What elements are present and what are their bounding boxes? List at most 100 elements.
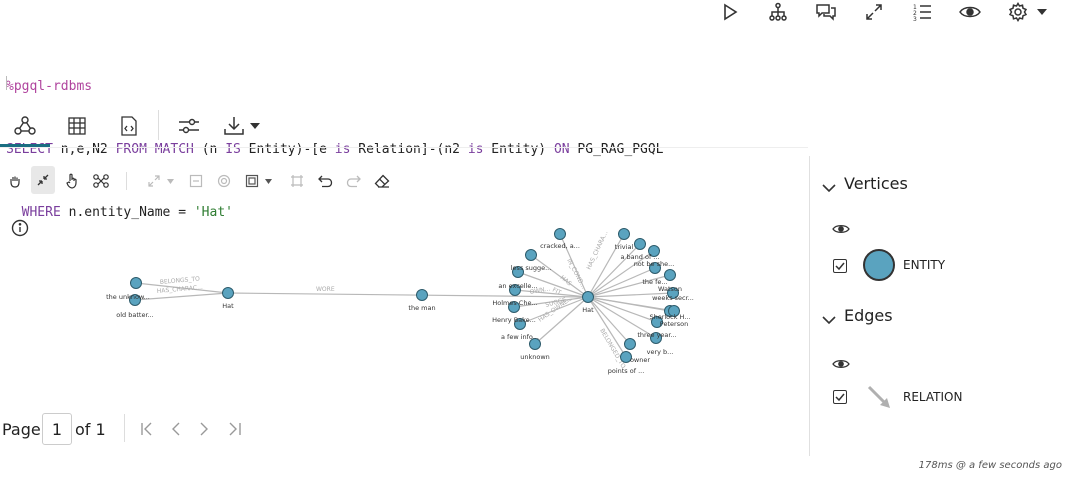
- code-line-select: SELECT n,e,N2 FROM MATCH (n IS Entity)-[…: [6, 142, 664, 157]
- graph-node-a-band-of[interactable]: [634, 238, 646, 250]
- graph-node-an-excellent[interactable]: [512, 266, 524, 278]
- relation-arrow-icon[interactable]: [866, 384, 894, 416]
- graph-node-the-fe[interactable]: [649, 262, 661, 274]
- edges-visibility-icon[interactable]: [832, 355, 850, 374]
- visibility-icon[interactable]: [958, 0, 982, 24]
- graph-node-a-few-info[interactable]: [514, 318, 526, 330]
- select-tool-icon[interactable]: [60, 168, 84, 194]
- network-tool-icon[interactable]: [89, 168, 113, 194]
- graph-view-tab[interactable]: [0, 108, 50, 147]
- graph-edge[interactable]: [534, 296, 589, 345]
- graph-edge[interactable]: [530, 254, 589, 298]
- graph-node-cracked[interactable]: [554, 228, 566, 240]
- graph-edge[interactable]: [517, 271, 589, 298]
- entity-checkbox[interactable]: [833, 259, 847, 273]
- comments-icon[interactable]: [814, 0, 838, 24]
- pan-tool-icon[interactable]: [3, 168, 27, 194]
- graph-node-trivial[interactable]: [618, 228, 630, 240]
- graph-settings-tab[interactable]: [164, 108, 214, 144]
- json-view-tab[interactable]: [104, 108, 154, 144]
- svg-text:3: 3: [913, 16, 917, 22]
- graph-edge[interactable]: [135, 282, 229, 294]
- edge-label: HAS: [559, 274, 573, 287]
- node-label: very b...: [647, 348, 674, 356]
- node-label: Hat: [222, 302, 234, 310]
- node-label: owner: [630, 356, 650, 364]
- last-page-icon: [226, 421, 242, 440]
- eraser-icon[interactable]: [370, 168, 394, 194]
- graph-node-points-of[interactable]: [620, 351, 632, 363]
- graph-edge[interactable]: [587, 296, 657, 339]
- graph-edge[interactable]: [587, 243, 641, 298]
- graph-edge[interactable]: [513, 296, 589, 308]
- hierarchy-icon[interactable]: [766, 0, 790, 24]
- vertices-visibility-icon[interactable]: [832, 220, 850, 239]
- node-label: the unknow...: [106, 293, 150, 301]
- node-label: the fe...: [642, 278, 667, 286]
- graph-node-the-unknown[interactable]: [130, 277, 142, 289]
- edges-collapse-icon[interactable]: [822, 310, 836, 329]
- node-label: three year...: [637, 331, 676, 339]
- graph-edge[interactable]: [587, 250, 655, 298]
- graph-edge[interactable]: [587, 267, 656, 298]
- graph-node-watson[interactable]: [664, 269, 676, 281]
- run-icon[interactable]: [718, 0, 742, 24]
- expand-icon[interactable]: [862, 0, 886, 24]
- graph-node-owner[interactable]: [624, 338, 636, 350]
- graph-node-very-b[interactable]: [650, 332, 662, 344]
- graph-edge[interactable]: [519, 296, 589, 325]
- graph-edge[interactable]: [587, 274, 671, 298]
- table-view-tab[interactable]: [52, 108, 102, 144]
- graph-edge[interactable]: [134, 292, 229, 301]
- expand-tool-icon: [142, 168, 166, 194]
- edge-label: HAS_CHARAC...: [157, 284, 204, 295]
- query-timing: 178ms @ a few seconds ago: [918, 460, 1062, 471]
- graph-node-henry-baker[interactable]: [508, 301, 520, 313]
- code-editor[interactable]: %pgql-rdbms SELECT n,e,N2 FROM MATCH (n …: [6, 34, 664, 244]
- entity-label: ENTITY: [903, 258, 946, 272]
- node-label: Henry Bake...: [492, 316, 536, 324]
- download-tab[interactable]: [216, 108, 268, 144]
- code-line-where: WHERE n.entity_Name = 'Hat': [21, 205, 233, 220]
- edge-label: FIT: [551, 286, 562, 296]
- graph-node-weeks-secret[interactable]: [667, 287, 679, 299]
- graph-edge[interactable]: [587, 296, 658, 323]
- vertices-collapse-icon[interactable]: [822, 178, 836, 197]
- graph-edge[interactable]: [587, 296, 675, 312]
- graph-node-peterson[interactable]: [668, 305, 680, 317]
- focus-tool-icon: [212, 168, 236, 194]
- edge-label: OWN...: [529, 285, 551, 296]
- graph-node-not-be-she[interactable]: [648, 245, 660, 257]
- fit-tool-icon[interactable]: [31, 166, 55, 194]
- graph-node-less-sugge[interactable]: [525, 249, 537, 261]
- node-label: points of ...: [608, 367, 645, 375]
- graph-node-holmes[interactable]: [509, 284, 521, 296]
- node-label: Peterson: [660, 320, 688, 328]
- graph-edge[interactable]: [587, 292, 674, 298]
- graph-edge[interactable]: [227, 292, 589, 298]
- relation-checkbox[interactable]: [833, 390, 847, 404]
- entity-color-swatch[interactable]: [863, 249, 895, 281]
- undo-icon[interactable]: [313, 168, 337, 194]
- settings-dropdown-icon[interactable]: [1032, 0, 1052, 24]
- tabs-underline: [0, 147, 808, 148]
- graph-node-three-year[interactable]: [651, 316, 663, 328]
- graph-edge[interactable]: [587, 233, 625, 298]
- graph-node-old-battered[interactable]: [129, 294, 141, 306]
- graph-node-the-man[interactable]: [416, 289, 428, 301]
- graph-edge[interactable]: [587, 296, 631, 345]
- group-dropdown-icon[interactable]: [260, 168, 276, 194]
- page-input[interactable]: 1: [42, 413, 72, 445]
- settings-icon[interactable]: [1006, 0, 1030, 24]
- info-icon[interactable]: [11, 219, 29, 237]
- group-tool-icon[interactable]: [240, 168, 264, 194]
- graph-node-hat-center[interactable]: [582, 291, 594, 303]
- graph-node-unknown[interactable]: [529, 338, 541, 350]
- graph-edge[interactable]: [587, 296, 627, 358]
- graph-edge[interactable]: [559, 233, 589, 298]
- graph-node-hat-left[interactable]: [222, 287, 234, 299]
- graph-edge[interactable]: [514, 289, 589, 298]
- svg-text:2: 2: [913, 10, 917, 17]
